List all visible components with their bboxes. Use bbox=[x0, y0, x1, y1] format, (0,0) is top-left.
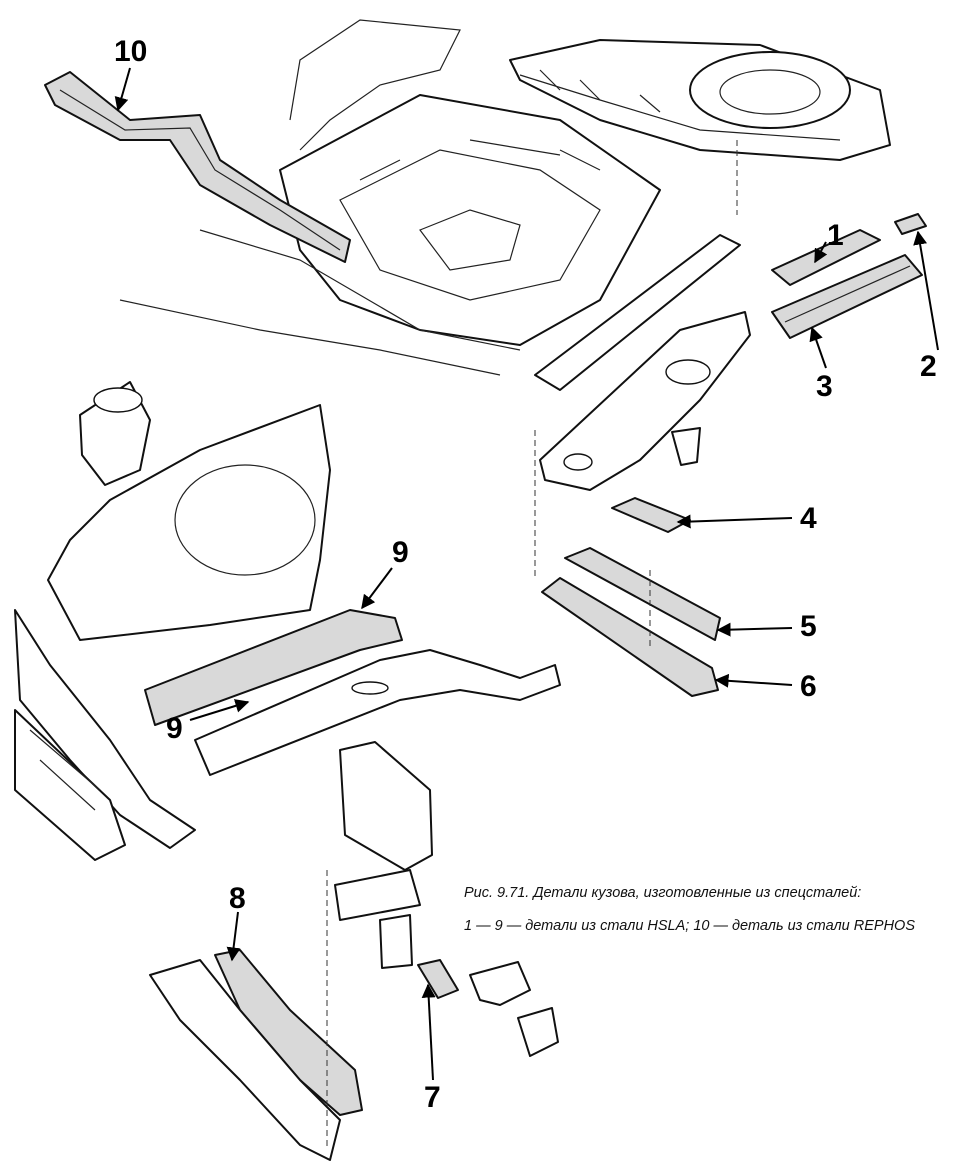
part-4-plate bbox=[611, 497, 691, 533]
callout-5: 5 bbox=[800, 610, 817, 643]
callout-7: 7 bbox=[424, 1081, 441, 1114]
part-3-rail bbox=[771, 254, 923, 339]
part-2-bracket bbox=[894, 213, 927, 235]
leader-10 bbox=[114, 67, 131, 112]
rear-floor-panel bbox=[509, 39, 891, 161]
leader-2 bbox=[913, 230, 939, 351]
callout-2: 2 bbox=[920, 350, 937, 383]
wheelhouse-panel bbox=[47, 381, 331, 641]
leader-1 bbox=[814, 241, 828, 264]
leader-5 bbox=[716, 622, 793, 637]
small-brackets bbox=[469, 961, 559, 1057]
callout-4: 4 bbox=[800, 502, 817, 535]
leader-8 bbox=[226, 911, 241, 962]
pillar-panel bbox=[334, 741, 433, 969]
part-10-rephos-rail bbox=[44, 71, 351, 263]
figure-caption-title: Рис. 9.71. Детали кузова, изготовленные … bbox=[464, 885, 862, 901]
part-7-bracket bbox=[417, 959, 459, 999]
callout-10: 10 bbox=[114, 35, 148, 68]
leader-9-upper bbox=[361, 567, 393, 610]
front-crossmember bbox=[14, 609, 196, 861]
leader-4 bbox=[676, 514, 793, 529]
callout-9-upper: 9 bbox=[392, 536, 409, 569]
part-5-crossmember bbox=[564, 547, 721, 641]
rear-longitudinal-member bbox=[534, 234, 751, 491]
front-side-member bbox=[149, 959, 341, 1161]
part-9-upper-rail bbox=[144, 609, 403, 726]
leader-6 bbox=[714, 673, 793, 688]
figure-caption-legend: 1 — 9 — детали из стали HSLA; 10 — детал… bbox=[464, 918, 916, 934]
floor-pan bbox=[119, 19, 661, 376]
leader-7 bbox=[421, 983, 436, 1081]
leader-3 bbox=[809, 326, 827, 369]
callout-3: 3 bbox=[816, 370, 833, 403]
callout-1: 1 bbox=[827, 219, 844, 252]
callout-8: 8 bbox=[229, 882, 246, 915]
leader-9-lower bbox=[189, 699, 250, 721]
callout-9-lower: 9 bbox=[166, 712, 183, 745]
part-6-crossmember bbox=[541, 577, 719, 697]
part-9-lower-rail bbox=[194, 649, 561, 776]
callout-6: 6 bbox=[800, 670, 817, 703]
